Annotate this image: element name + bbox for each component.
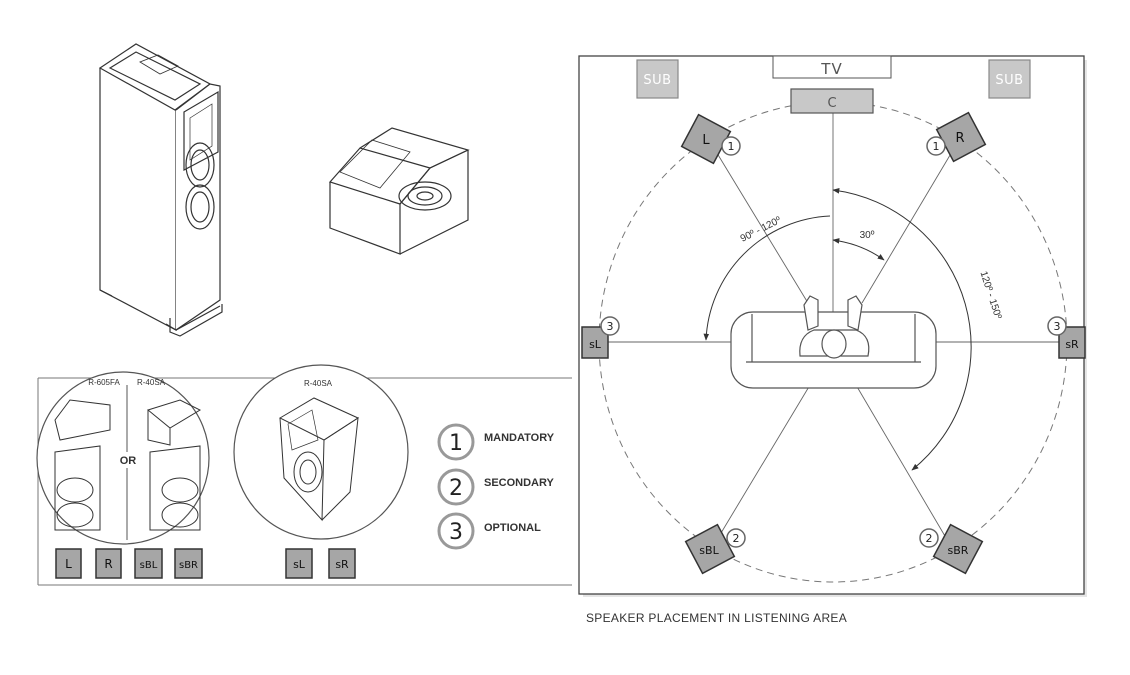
speaker-label: sBL	[699, 544, 719, 557]
tv-label: TV	[820, 60, 842, 78]
room-diagram: 90º - 120º 30º 120º - 150º TV C SUB SUB …	[578, 55, 1087, 625]
tower-closeup	[54, 399, 111, 531]
priority-badge: 1	[728, 140, 735, 153]
legend-item-optional: 3 OPTIONAL	[437, 512, 541, 550]
back-right-speaker: sBR 2	[919, 523, 984, 575]
elevation-model-label: R-40SA	[137, 378, 166, 387]
legend-label: MANDATORY	[484, 432, 555, 444]
sub-left-label: SUB	[643, 73, 671, 88]
center-speaker	[790, 88, 874, 114]
speaker-label: sL	[589, 338, 602, 351]
legend-item-secondary: 2 SECONDARY	[437, 468, 555, 506]
legend-label: SECONDARY	[484, 477, 555, 489]
legend-number: 3	[449, 520, 463, 545]
chip-sbr: sBR	[179, 560, 198, 571]
center-label: C	[827, 96, 836, 111]
tower-model-label: R-605FA	[88, 378, 120, 387]
tower-speaker-illustration	[98, 43, 223, 337]
speaker-label: sR	[1065, 338, 1079, 351]
speaker-label: sBR	[948, 544, 969, 557]
legend-number: 1	[449, 431, 463, 456]
chip-sr: sR	[335, 558, 349, 571]
front-right-speaker: R 1	[926, 111, 987, 163]
legend-item-mandatory: 1 MANDATORY	[437, 423, 555, 461]
legend-label: OPTIONAL	[484, 522, 541, 534]
angle-label-front: 30º	[860, 230, 875, 241]
tv-box	[772, 55, 892, 79]
priority-badge: 3	[607, 320, 614, 333]
front-channel-chips: L R sBL sBR	[55, 548, 203, 579]
angle-arcs	[703, 188, 972, 471]
sofa-with-listener	[730, 295, 937, 389]
front-left-speaker: L 1	[680, 113, 741, 165]
priority-badge: 2	[733, 532, 740, 545]
or-label: OR	[120, 455, 137, 467]
elevation-model-label-2: R-40SA	[304, 379, 333, 388]
priority-badge: 2	[926, 532, 933, 545]
speaker-label: R	[955, 131, 964, 146]
chip-sl: sL	[293, 558, 306, 571]
chip-sbl: sBL	[140, 560, 158, 571]
back-left-speaker: sBL 2	[684, 523, 746, 575]
surround-channel-chips: sL sR	[285, 548, 356, 579]
legend-number: 2	[449, 476, 463, 501]
side-left-speaker: sL 3	[581, 316, 620, 359]
priority-badge: 3	[1054, 320, 1061, 333]
sub-right-label: SUB	[995, 73, 1023, 88]
product-panel: R-605FA R-40SA OR R-40SA L R sBL sBR sL	[36, 364, 572, 586]
surround-detail-circle	[233, 364, 409, 540]
sub-right	[988, 59, 1031, 99]
chip-l: L	[65, 557, 72, 571]
priority-legend: 1 MANDATORY 2 SECONDARY 3 OPTIONAL	[437, 423, 555, 550]
elevation-speaker-illustration	[328, 127, 470, 255]
elevation-closeup	[146, 399, 202, 531]
surround-speaker-closeup	[278, 397, 360, 522]
priority-badge: 1	[933, 140, 940, 153]
side-right-speaker: sR 3	[1047, 316, 1086, 359]
room-caption: SPEAKER PLACEMENT IN LISTENING AREA	[586, 611, 847, 625]
speaker-label: L	[702, 133, 710, 148]
sub-left	[636, 59, 679, 99]
chip-r: R	[104, 557, 112, 571]
